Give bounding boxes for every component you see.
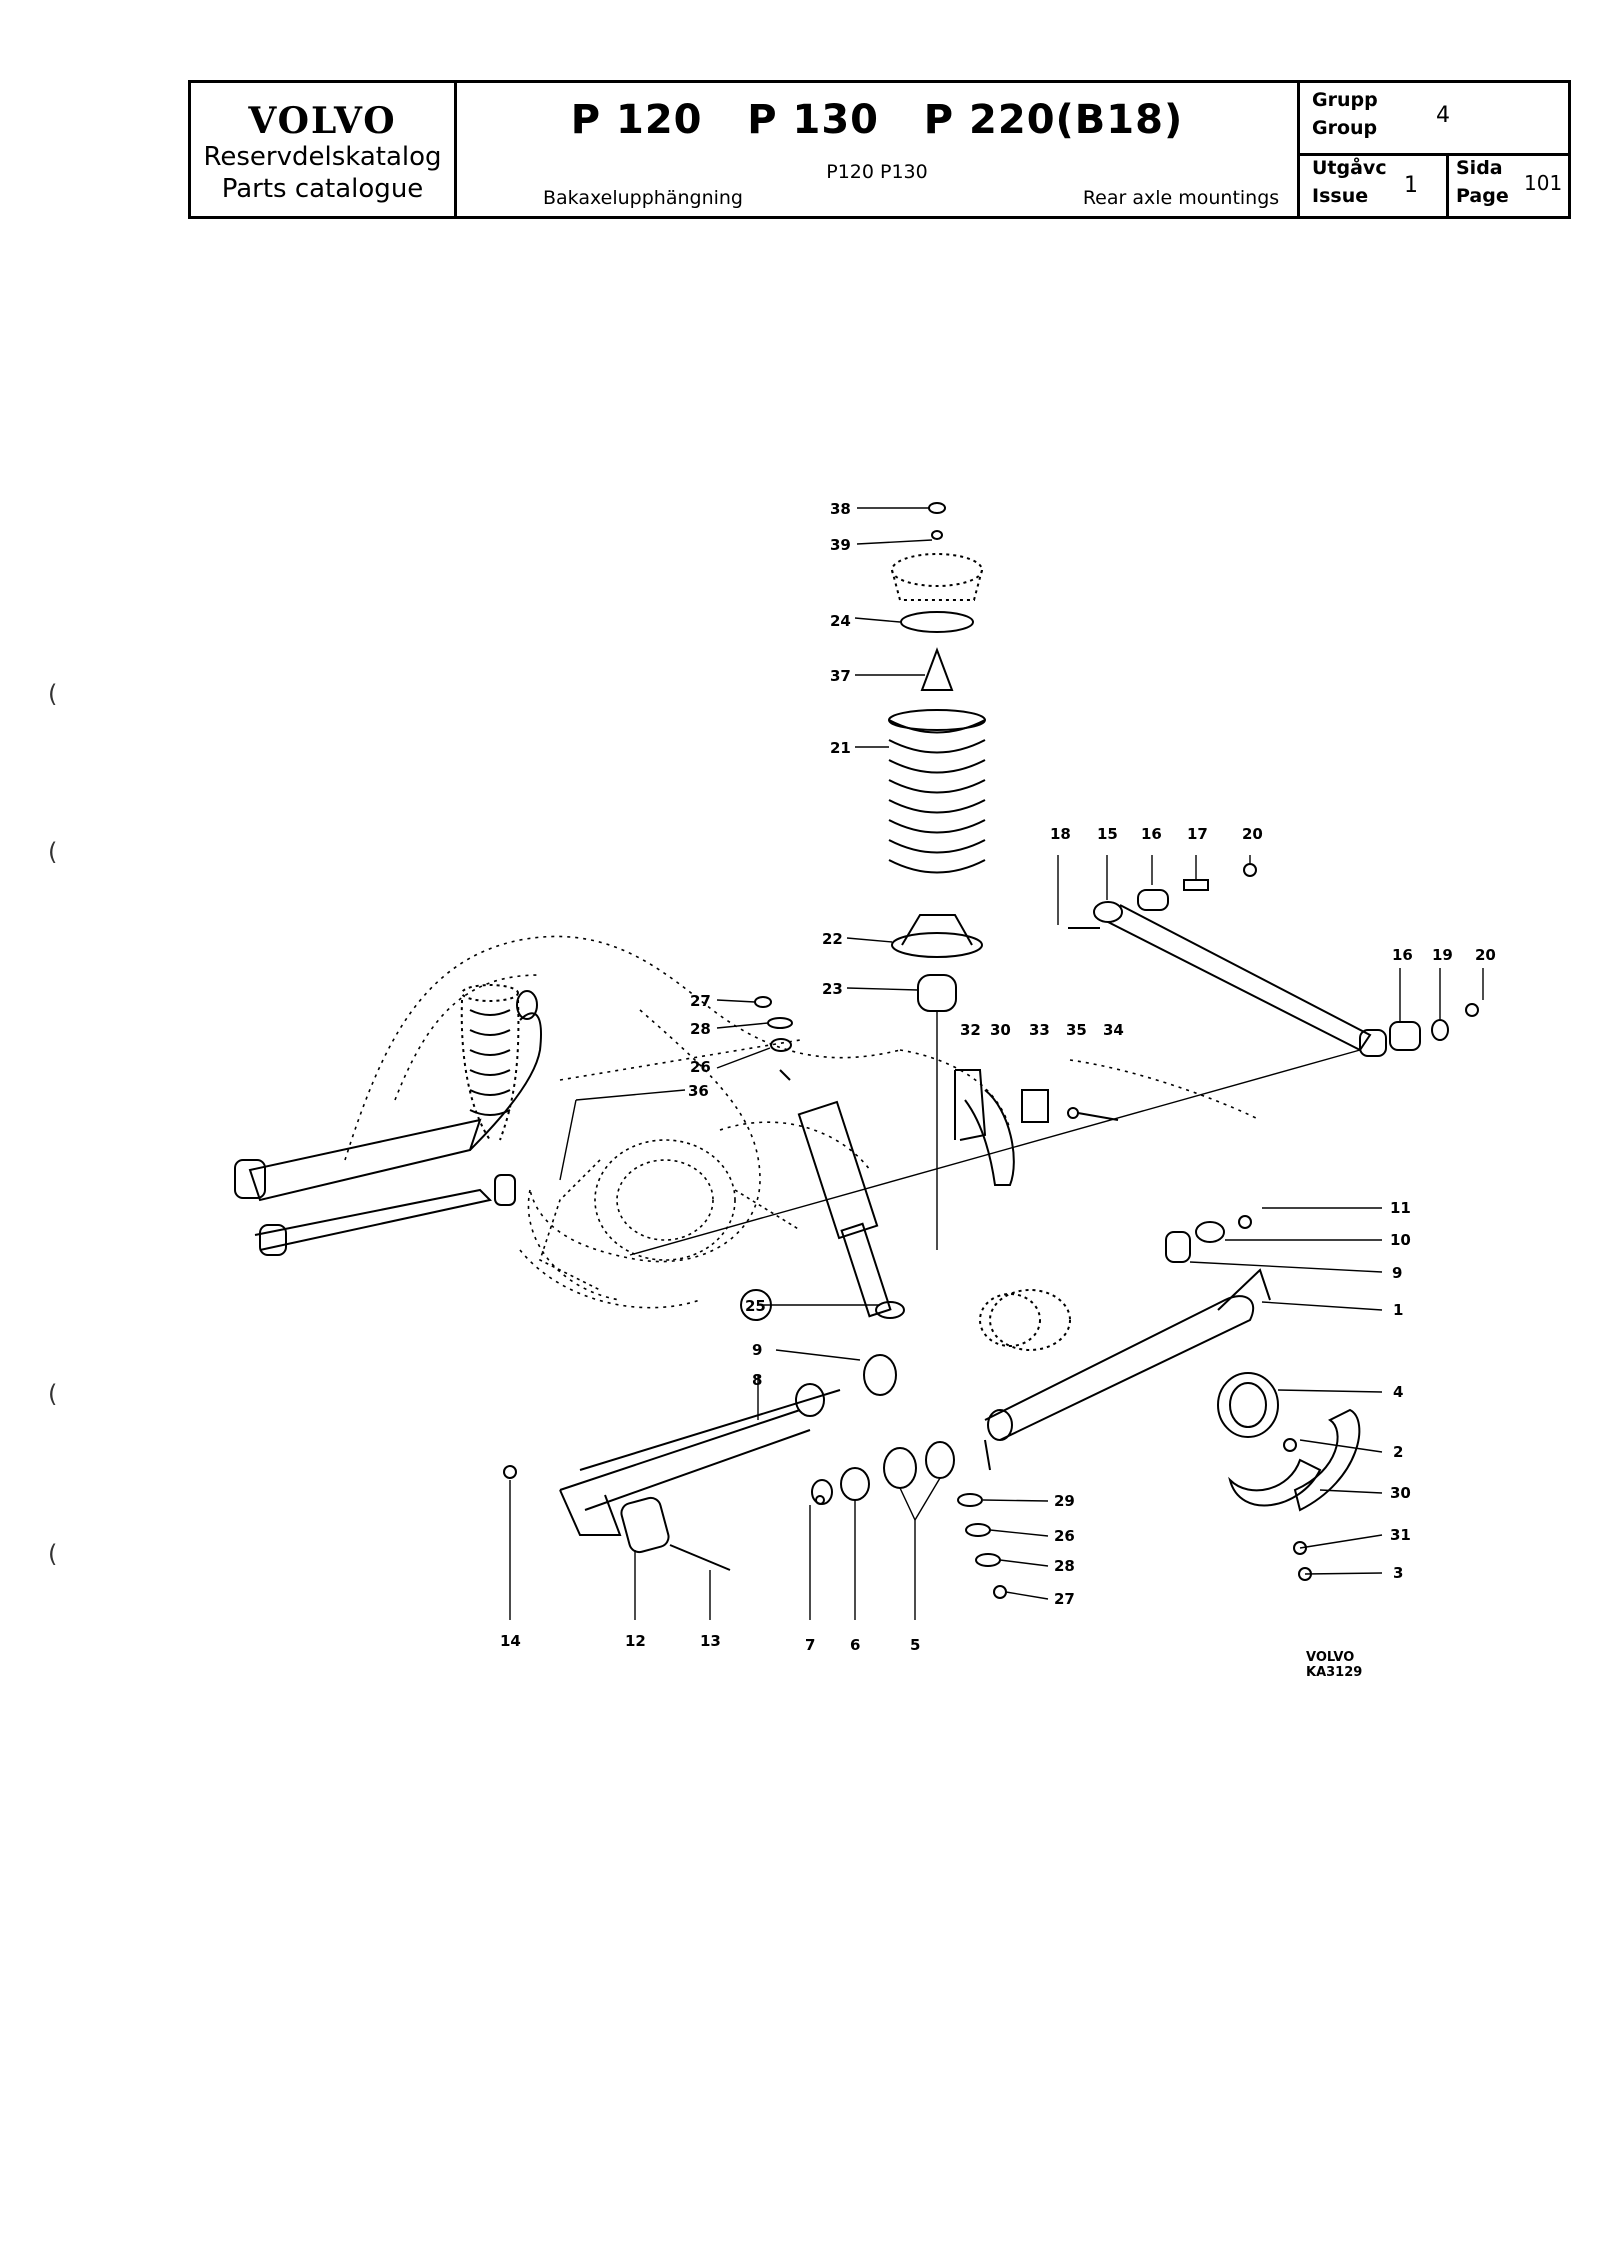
callout-39: 39 xyxy=(830,536,851,554)
callout-11: 11 xyxy=(1390,1199,1411,1217)
stamp-brand: VOLVO xyxy=(1306,1650,1355,1665)
sub-models: P120 P130 xyxy=(826,161,928,183)
group-label-en: Group xyxy=(1312,117,1378,139)
lower-arm-assembly xyxy=(503,1354,1013,1599)
brand-cell: VOLVO Reservdelskatalog Parts catalogue xyxy=(191,83,457,216)
callout-33: 33 xyxy=(1029,1021,1050,1039)
callout-7: 7 xyxy=(805,1636,815,1654)
brand-line-sv: Reservdelskatalog xyxy=(203,142,442,172)
callout-37: 37 xyxy=(830,667,851,685)
callout-6: 6 xyxy=(850,1636,860,1654)
vehicle-body-outline xyxy=(344,935,1261,1309)
differential-housing xyxy=(539,1139,801,1291)
title-cell: P 120 P 130 P 220(B18) P120 P130 Bakaxel… xyxy=(457,83,1300,216)
circled-callout-25 xyxy=(740,1289,772,1321)
callout-25: 25 xyxy=(745,1297,766,1315)
callout-24: 24 xyxy=(830,612,851,630)
title-swedish: Bakaxelupphängning xyxy=(543,187,743,209)
stamp-code: KA3129 xyxy=(1306,1665,1363,1680)
issue-label-en: Issue xyxy=(1312,185,1369,207)
callout-26: 26 xyxy=(690,1058,711,1076)
callout-19: 19 xyxy=(1432,946,1453,964)
group-label-sv: Grupp xyxy=(1312,89,1378,111)
callout-15: 15 xyxy=(1097,825,1118,843)
title-english: Rear axle mountings xyxy=(1082,187,1280,209)
callout-23: 23 xyxy=(822,980,843,998)
callout-3: 3 xyxy=(1393,1564,1403,1582)
callout-17: 17 xyxy=(1187,825,1208,843)
bracket-parts xyxy=(954,1069,1119,1186)
right-side-assembly xyxy=(984,1215,1361,1581)
page-label-sv: Sida xyxy=(1456,157,1503,179)
issue-box: Utgåvc Issue 1 xyxy=(1300,153,1449,216)
callout-12: 12 xyxy=(625,1632,646,1650)
callout-22: 22 xyxy=(822,930,843,948)
brand-line-en: Parts catalogue xyxy=(221,174,424,204)
callout-18: 18 xyxy=(1050,825,1071,843)
callout-30b: 30 xyxy=(1390,1484,1411,1502)
leader-lines xyxy=(509,507,1484,1620)
callout-26b: 26 xyxy=(1054,1527,1075,1545)
margin-mark: ( xyxy=(48,838,58,866)
callout-36: 36 xyxy=(688,1082,709,1100)
callout-31: 31 xyxy=(1390,1526,1411,1544)
shock-absorber xyxy=(754,996,905,1319)
callout-9: 9 xyxy=(1392,1264,1402,1282)
callout-38: 38 xyxy=(830,500,851,518)
callout-20b: 20 xyxy=(1475,946,1496,964)
margin-mark: ( xyxy=(48,680,58,708)
volvo-logo: VOLVO xyxy=(248,100,397,142)
callout-29: 29 xyxy=(1054,1492,1075,1510)
page-value: 101 xyxy=(1524,171,1563,195)
issue-label-sv: Utgåvc xyxy=(1312,157,1387,179)
callout-16b: 16 xyxy=(1392,946,1413,964)
callout-35: 35 xyxy=(1066,1021,1087,1039)
page-box: Sida Page 101 xyxy=(1446,153,1568,216)
margin-mark: ( xyxy=(48,1380,58,1408)
issue-value: 1 xyxy=(1404,173,1418,198)
header-table: VOLVO Reservdelskatalog Parts catalogue … xyxy=(188,80,1571,219)
page-label-en: Page xyxy=(1456,185,1509,207)
margin-mark: ( xyxy=(48,1540,58,1568)
callout-32: 32 xyxy=(960,1021,981,1039)
part-callouts: 38 39 24 37 21 22 23 27 28 26 36 18 15 1… xyxy=(500,500,1496,1654)
callout-27: 27 xyxy=(690,992,711,1010)
callout-34: 34 xyxy=(1103,1021,1124,1039)
callout-21: 21 xyxy=(830,739,851,757)
callout-14: 14 xyxy=(500,1632,521,1650)
axle-ring xyxy=(979,1289,1071,1351)
callout-8: 8 xyxy=(752,1371,762,1389)
callout-9b: 9 xyxy=(752,1341,762,1359)
group-box: Grupp Group 4 xyxy=(1300,83,1568,156)
callout-20: 20 xyxy=(1242,825,1263,843)
callout-2: 2 xyxy=(1393,1443,1403,1461)
reference-cell: Grupp Group 4 Utgåvc Issue 1 Sida Page 1… xyxy=(1300,83,1568,216)
callout-27b: 27 xyxy=(1054,1590,1075,1608)
callout-28: 28 xyxy=(690,1020,711,1038)
group-value: 4 xyxy=(1436,103,1450,128)
model-list: P 120 P 130 P 220(B18) xyxy=(570,97,1184,143)
callout-5: 5 xyxy=(910,1636,920,1654)
spring-stack xyxy=(888,502,986,1012)
callout-30: 30 xyxy=(990,1021,1011,1039)
callout-4: 4 xyxy=(1393,1383,1403,1401)
panhard-rod xyxy=(629,863,1479,1256)
callout-10: 10 xyxy=(1390,1231,1411,1249)
callout-28b: 28 xyxy=(1054,1557,1075,1575)
ghost-left-assembly xyxy=(234,984,542,1256)
drawing-stamp: VOLVO KA3129 xyxy=(1306,1650,1362,1680)
callout-1: 1 xyxy=(1393,1301,1403,1319)
callout-16: 16 xyxy=(1141,825,1162,843)
callout-13: 13 xyxy=(700,1632,721,1650)
